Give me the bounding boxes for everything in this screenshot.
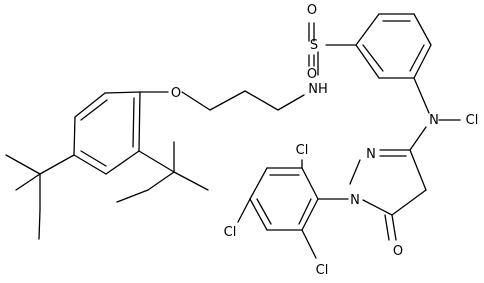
- ether-oxygen-label: O: [171, 86, 181, 101]
- chlorine-left-label: Cl: [224, 225, 237, 240]
- sulfonyl-oxygen-top-label: O: [307, 3, 317, 18]
- chlorine-bottom-label: Cl: [316, 263, 329, 278]
- phenoxy-ring: [73, 91, 141, 175]
- benzene-ring: [355, 13, 432, 79]
- sulfonyl-group: [308, 22, 357, 76]
- sulfur-label: S: [310, 38, 318, 53]
- tert-amyl-bottom: [116, 141, 209, 203]
- propyl-linker: [139, 90, 305, 111]
- amine-chlorine-label: Cl: [466, 113, 479, 128]
- tert-amyl-left: [5, 154, 75, 240]
- pyrazole-nitrogen-bottom-label: N: [350, 193, 360, 208]
- amide-nh-label: NH: [308, 82, 328, 97]
- sulfonyl-oxygen-bottom-label: O: [307, 67, 317, 82]
- trichlorophenyl-ring: [237, 159, 349, 259]
- chloroamine: [409, 77, 461, 151]
- atom-labels: S O O NH O N Cl N N O Cl Cl Cl: [171, 3, 478, 278]
- chlorine-top-label: Cl: [296, 143, 309, 158]
- keto-oxygen-label: O: [393, 244, 403, 259]
- amine-nitrogen-label: N: [429, 113, 439, 128]
- pyrazolone-ring: [349, 149, 427, 241]
- pyrazole-nitrogen-top-label: N: [366, 147, 376, 162]
